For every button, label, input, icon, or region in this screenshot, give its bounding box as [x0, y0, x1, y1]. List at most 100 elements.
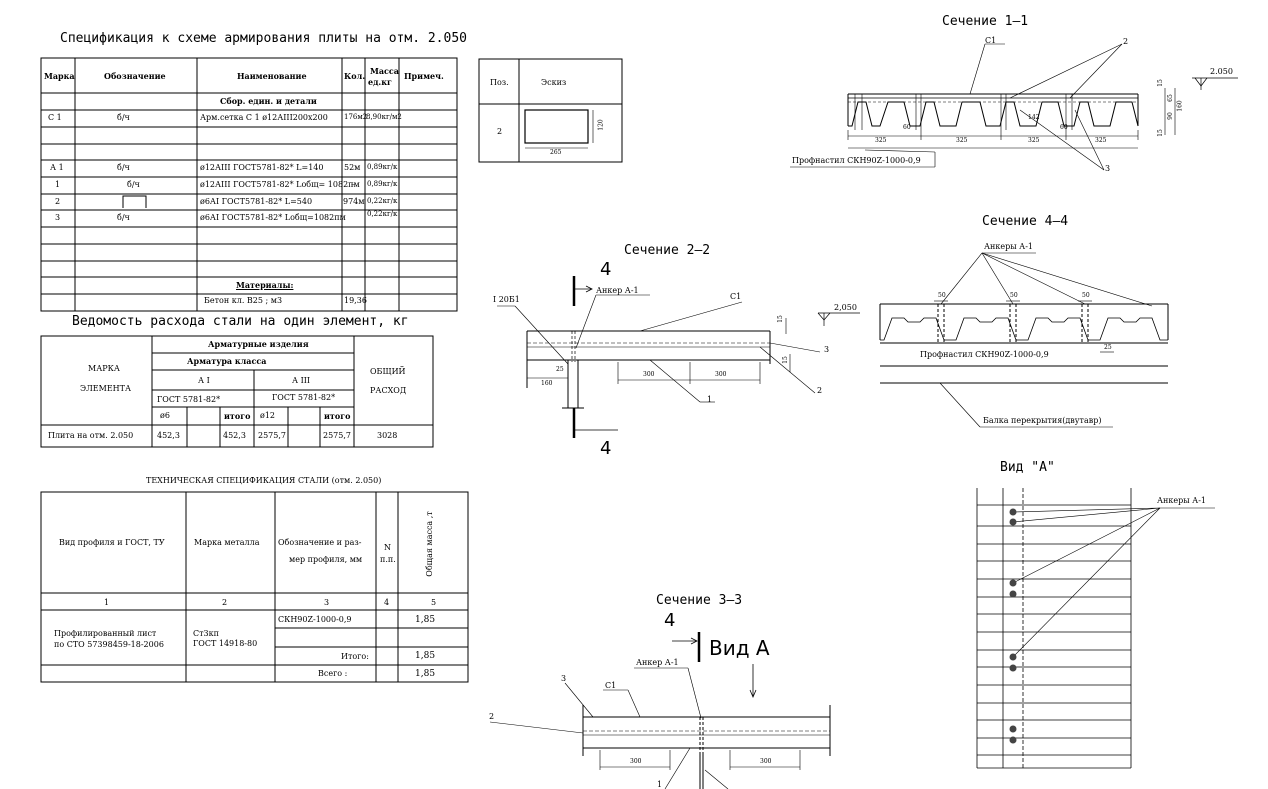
- spec-row-mark: А 1: [50, 163, 64, 172]
- s22-dim-160: 160: [541, 380, 553, 387]
- spec-row-qty: 974м: [343, 197, 365, 206]
- sketch-pos: 2: [497, 127, 503, 136]
- steel-row-d6: 452,3: [157, 431, 180, 440]
- tech-designation: СКН90Z-1000-0,9: [278, 615, 352, 624]
- s33-label-1: 1: [657, 780, 663, 789]
- steel-row-overall: 3028: [377, 431, 398, 440]
- s33-label-3: 3: [561, 674, 567, 683]
- steel-header-overall-1: ОБЩИЙ: [370, 367, 406, 376]
- section-3-3-title: Сечение 3–3: [656, 593, 743, 608]
- spec-row-name: ø6АI ГОСТ5781-82* Lобщ=1082пм: [200, 213, 346, 222]
- spec-row-name: Арм.сетка С 1 ø12АIII200x200: [200, 113, 328, 122]
- s22-label-1: 1: [707, 395, 713, 404]
- s33-view-label: Вид А: [709, 636, 770, 660]
- steel-header-total-ai: итого: [224, 411, 251, 421]
- s44-beam-label: Балка перекрытия(двутавр): [983, 416, 1102, 425]
- s11-dim-60a: 60: [903, 124, 911, 131]
- spec-row-designation: б/ч: [117, 113, 130, 122]
- s33-label-2: 2: [489, 712, 495, 721]
- spec-row-mark: 3: [55, 213, 61, 222]
- steel-header-d12: ø12: [260, 411, 275, 420]
- s11-label-3: 3: [1105, 164, 1111, 173]
- s22-label-3: 3: [824, 345, 830, 354]
- s22-dim-300a: 300: [643, 371, 655, 378]
- s22-dim-300b: 300: [715, 371, 727, 378]
- spec-row-name: ø6АI ГОСТ5781-82* L=540: [200, 197, 313, 206]
- s11-profile-label: Профнастил СКН90Z-1000-0,9: [792, 156, 921, 165]
- s44-profile-label: Профнастил СКН90Z-1000-0,9: [920, 350, 1049, 359]
- tech-col-number-2: 2: [222, 598, 228, 607]
- steel-header-ai: А I: [198, 376, 210, 385]
- s33-dim-300a: 300: [630, 758, 642, 765]
- tech-subtotal: 1,85: [415, 651, 436, 661]
- spec-row-name: ø12АIII ГОСТ5781-82* Lобщ= 1082пм: [200, 180, 360, 189]
- spec-header-name: Наименование: [237, 71, 307, 81]
- tech-metal-2: ГОСТ 14918-80: [193, 639, 258, 648]
- section-1-1-title: Сечение 1–1: [942, 14, 1029, 29]
- spec-row-qty: 52м: [344, 163, 361, 172]
- spec-row-name: ø12АIII ГОСТ5781-82* L=140: [200, 163, 324, 172]
- tech-profile-2: по СТО 57398459-18-2006: [54, 640, 164, 649]
- s33-anchor-label: Анкер А-1: [636, 658, 679, 667]
- steel-header-element-1: МАРКА: [88, 364, 120, 373]
- tech-header-n-1: N: [384, 543, 391, 552]
- tech-header-designation-2: мер профиля, мм: [289, 555, 363, 564]
- s44-dim-50-1: 50: [938, 292, 946, 299]
- spec-table-title: Спецификация к схеме армирования плиты н…: [60, 31, 467, 46]
- s11-dim-60b: 60: [1060, 124, 1068, 131]
- s44-dim-25: 25: [1104, 344, 1112, 351]
- s11-dim-325-2: 325: [956, 137, 968, 144]
- s33-dim-300b: 300: [760, 758, 772, 765]
- steel-header-products: Арматурные изделия: [208, 339, 309, 349]
- spec-materials-label: Материалы:: [236, 280, 294, 290]
- s11-label-2: 2: [1123, 37, 1129, 46]
- s22-label-2: 2: [817, 386, 823, 395]
- s44-anchor-label: Анкеры А-1: [984, 242, 1034, 251]
- tech-total-label: Всего :: [318, 669, 348, 678]
- tech-col-number-1: 1: [104, 598, 110, 607]
- tech-profile-1: Профилированный лист: [54, 629, 157, 638]
- steel-header-element-2: ЭЛЕМЕНТА: [80, 384, 132, 393]
- steel-row-d12: 2575,7: [258, 431, 286, 440]
- steel-row-total-aiii: 2575,7: [323, 431, 351, 440]
- spec-header-mark: Марка: [44, 71, 75, 81]
- spec-row-designation: б/ч: [117, 163, 130, 172]
- spec-row-qty: 176м2: [344, 113, 368, 121]
- spec-row-designation: б/ч: [127, 180, 140, 189]
- section-4-4-title: Сечение 4–4: [982, 214, 1069, 229]
- steel-table-title: Ведомость расхода стали на один элемент,…: [72, 314, 409, 329]
- spec-header-mass-2: ед.кг: [368, 77, 392, 87]
- tech-col-number-5: 5: [431, 598, 437, 607]
- s22-cut-mark-bottom: 4: [600, 438, 612, 459]
- s33-label-c1: С1: [605, 681, 617, 690]
- tech-header-designation-1: Обозначение и раз-: [278, 538, 362, 547]
- steel-header-gost-1: ГОСТ 5781-82*: [157, 395, 221, 404]
- spec-row-mass: 0,22кг/к: [367, 197, 398, 205]
- steel-header-d6: ø6: [160, 411, 170, 420]
- s11-dim-325-3: 325: [1028, 137, 1040, 144]
- tech-mass-row: 1,85: [415, 615, 436, 625]
- s11-dim-325-4: 325: [1095, 137, 1107, 144]
- steel-header-total-aiii: итого: [324, 411, 351, 421]
- s11-label-c1: С1: [985, 36, 997, 45]
- s22-cut-mark-top: 4: [600, 259, 612, 280]
- s11-dim-325-1: 325: [875, 137, 887, 144]
- s22-beam-label: I 20Б1: [493, 295, 520, 304]
- tech-col-number-3: 3: [324, 598, 330, 607]
- spec-row-mass: 0,89кг/к: [367, 163, 398, 171]
- spec-row-mark: 2: [55, 197, 61, 206]
- spec-concrete-qty: 19,36: [344, 296, 367, 305]
- s33-cut-mark: 4: [664, 610, 676, 631]
- s22-label-c1: С1: [730, 292, 742, 301]
- s11-elevation: 2.050: [1210, 67, 1233, 76]
- spec-row-designation: б/ч: [117, 213, 130, 222]
- spec-row-mass: 8,90кг/м2: [366, 113, 402, 121]
- s44-dim-50-3: 50: [1082, 292, 1090, 299]
- tech-table-title: ТЕХНИЧЕСКАЯ СПЕЦИФИКАЦИЯ СТАЛИ (отм. 2.0…: [146, 476, 382, 485]
- steel-row-total-ai: 452,3: [223, 431, 246, 440]
